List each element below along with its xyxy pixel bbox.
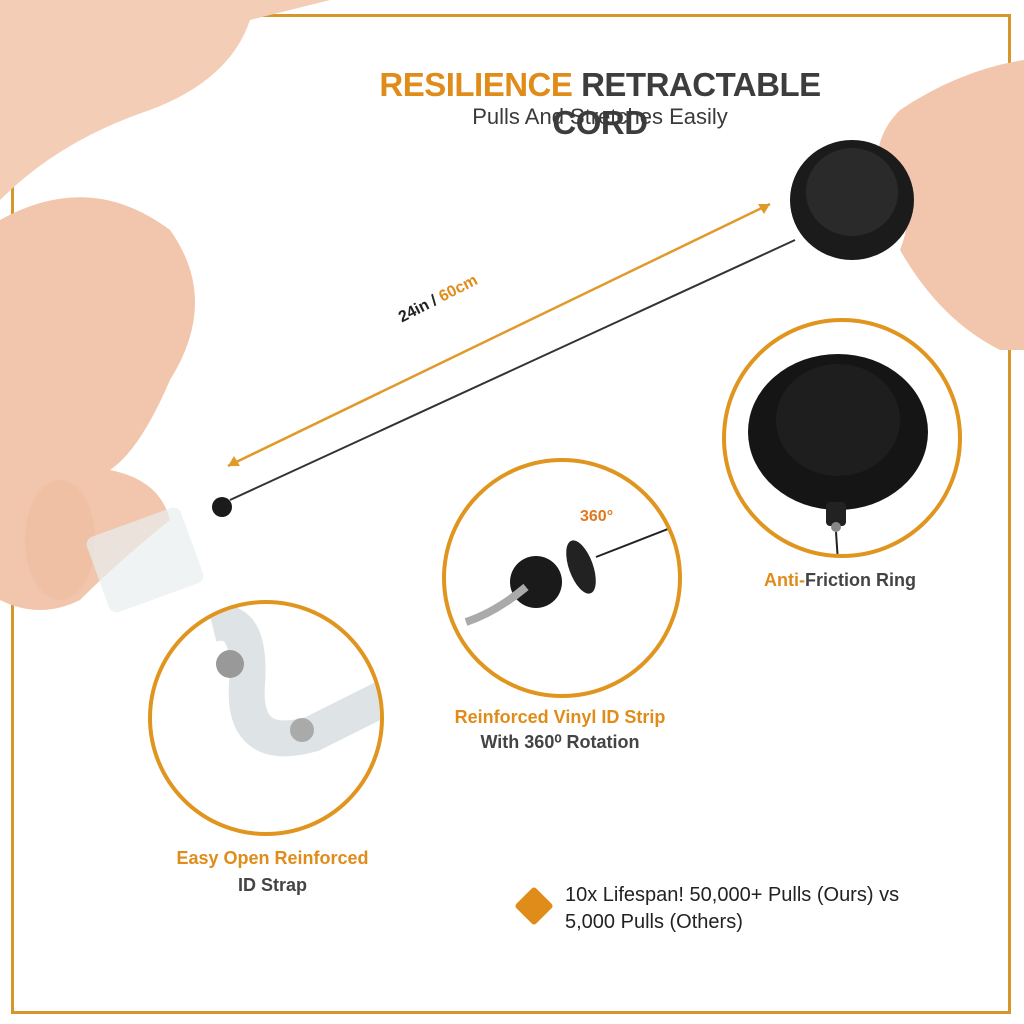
page-title: RESILIENCE RETRACTABLE CORD — [340, 66, 860, 142]
title-rest: RETRACTABLE CORD — [552, 66, 821, 141]
lifespan-note: 10x Lifespan! 50,000+ Pulls (Ours) vs 5,… — [565, 884, 900, 933]
reel-closeup-icon — [748, 354, 928, 554]
strap-closeup-icon — [207, 604, 380, 757]
id-strap-caption: Easy Open Reinforced ID Strap — [176, 848, 369, 895]
id-strap-detail — [148, 600, 384, 836]
rotation-swivel-detail — [442, 458, 682, 698]
vinyl-strip-caption: Reinforced Vinyl ID Strip With 360⁰ Rota… — [454, 707, 666, 752]
rotation-degree-label: 360° — [580, 508, 614, 525]
anti-friction-caption: Anti-Friction Ring — [764, 570, 916, 590]
title-accent: RESILIENCE — [379, 66, 573, 103]
anti-friction-ring-detail — [722, 318, 962, 558]
subtitle: Pulls And Stretches Easily — [472, 104, 728, 129]
swivel-closeup-icon — [464, 524, 678, 626]
